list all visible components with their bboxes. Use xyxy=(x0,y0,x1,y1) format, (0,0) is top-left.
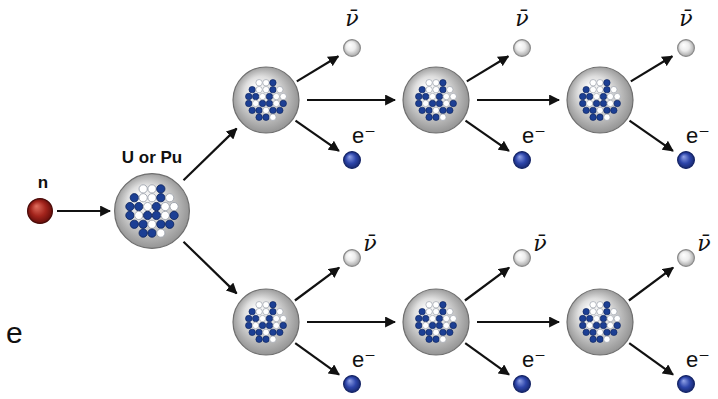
antineutrino-ball: ν̄ xyxy=(343,249,361,267)
electron-symbol: e⁻ xyxy=(352,347,376,372)
emission-arrow xyxy=(630,121,673,151)
fragment-nucleus xyxy=(567,67,633,133)
nucleus-label: U or Pu xyxy=(122,148,182,168)
antineutrino-ball: ν̄ xyxy=(513,249,531,267)
fragment-nucleus xyxy=(567,289,633,355)
antineutrino-symbol: ν̄ xyxy=(679,6,692,31)
nucleon-cluster xyxy=(246,80,287,121)
electron-ball xyxy=(344,376,361,393)
node-shape xyxy=(513,249,531,267)
fragment-nucleus xyxy=(403,289,469,355)
electron-symbol: e⁻ xyxy=(522,347,546,372)
electron-ball: e⁻ xyxy=(677,151,695,169)
electron-ball: e⁻ xyxy=(513,151,531,169)
emission-arrow xyxy=(629,343,673,375)
antineutrino-ball xyxy=(514,250,531,267)
antineutrino-symbol: ν̄ xyxy=(697,231,710,256)
emission-arrow xyxy=(629,268,673,301)
incoming-arrow xyxy=(57,210,110,212)
nucleon-cluster xyxy=(580,302,621,343)
node-shape xyxy=(677,39,695,57)
node-shape xyxy=(343,249,361,267)
emission-arrow xyxy=(465,268,509,301)
nucleon-cluster xyxy=(416,302,457,343)
neutron-ball: n xyxy=(27,198,53,224)
antineutrino-ball: ν̄ xyxy=(343,39,361,57)
emission-arrow xyxy=(465,343,509,375)
decay-chain-arrow xyxy=(477,99,559,101)
nucleon-cluster xyxy=(126,185,178,237)
antineutrino-symbol: ν̄ xyxy=(515,6,528,31)
fragment-nuclei xyxy=(233,67,633,355)
electron-symbol: e⁻ xyxy=(686,123,710,148)
electron-ball xyxy=(514,376,531,393)
antineutrino-ball xyxy=(514,40,531,57)
antineutrino-ball: ν̄ xyxy=(677,249,695,267)
antineutrino-ball: ν̄ xyxy=(677,39,695,57)
electron-ball: e⁻ xyxy=(513,375,531,393)
antineutrino-symbol: ν̄ xyxy=(533,231,546,256)
electron-symbol: e⁻ xyxy=(522,123,546,148)
fission-arrow xyxy=(184,242,237,294)
fragment-nucleus xyxy=(233,289,299,355)
electron-ball: e⁻ xyxy=(343,151,361,169)
emission-arrow xyxy=(631,56,673,81)
emission-arrow xyxy=(296,121,339,151)
electron-ball xyxy=(344,152,361,169)
decay-chain-arrow xyxy=(307,99,395,101)
nucleon-cluster xyxy=(580,80,621,121)
node-shape xyxy=(677,151,695,169)
nucleon-cluster xyxy=(246,302,287,343)
electron-ball: e⁻ xyxy=(677,375,695,393)
electron-symbol: e⁻ xyxy=(352,123,376,148)
node-shape xyxy=(677,375,695,393)
emission-arrow xyxy=(467,56,509,81)
decay-chain-arrow xyxy=(307,321,395,323)
antineutrino-ball xyxy=(344,40,361,57)
node-shape xyxy=(114,173,190,249)
particle-label: n xyxy=(38,173,48,193)
node-shape xyxy=(513,375,531,393)
node-shape xyxy=(513,39,531,57)
node-shape xyxy=(513,151,531,169)
parent-nucleus xyxy=(115,174,190,249)
parent-nucleus: U or Pu xyxy=(114,173,190,249)
emission-arrow xyxy=(295,268,339,301)
antineutrino-ball xyxy=(344,250,361,267)
antineutrino-symbol: ν̄ xyxy=(363,231,376,256)
electron-ball xyxy=(678,376,695,393)
emission-arrow xyxy=(295,343,339,375)
fragment-nucleus xyxy=(403,67,469,133)
node-shape xyxy=(343,375,361,393)
fission-arrow xyxy=(184,129,237,181)
node-shape xyxy=(27,198,53,224)
node-shape xyxy=(343,151,361,169)
node-shape xyxy=(343,39,361,57)
electron-symbol: e⁻ xyxy=(686,347,710,372)
slide-text-fragment: e xyxy=(6,316,23,349)
neutron-ball xyxy=(28,199,53,224)
node-shape xyxy=(677,249,695,267)
emission-arrow xyxy=(297,56,339,81)
antineutrino-ball xyxy=(678,40,695,57)
decay-arrows xyxy=(184,56,674,374)
antineutrino-symbol: ν̄ xyxy=(345,6,358,31)
emission-arrow xyxy=(466,121,509,151)
antineutrino-ball xyxy=(678,250,695,267)
antineutrino-ball: ν̄ xyxy=(513,39,531,57)
electron-ball xyxy=(514,152,531,169)
nucleon-cluster xyxy=(416,80,457,121)
fragment-nucleus xyxy=(233,67,299,133)
electron-ball: e⁻ xyxy=(343,375,361,393)
decay-chain-arrow xyxy=(477,321,559,323)
electron-ball xyxy=(678,152,695,169)
